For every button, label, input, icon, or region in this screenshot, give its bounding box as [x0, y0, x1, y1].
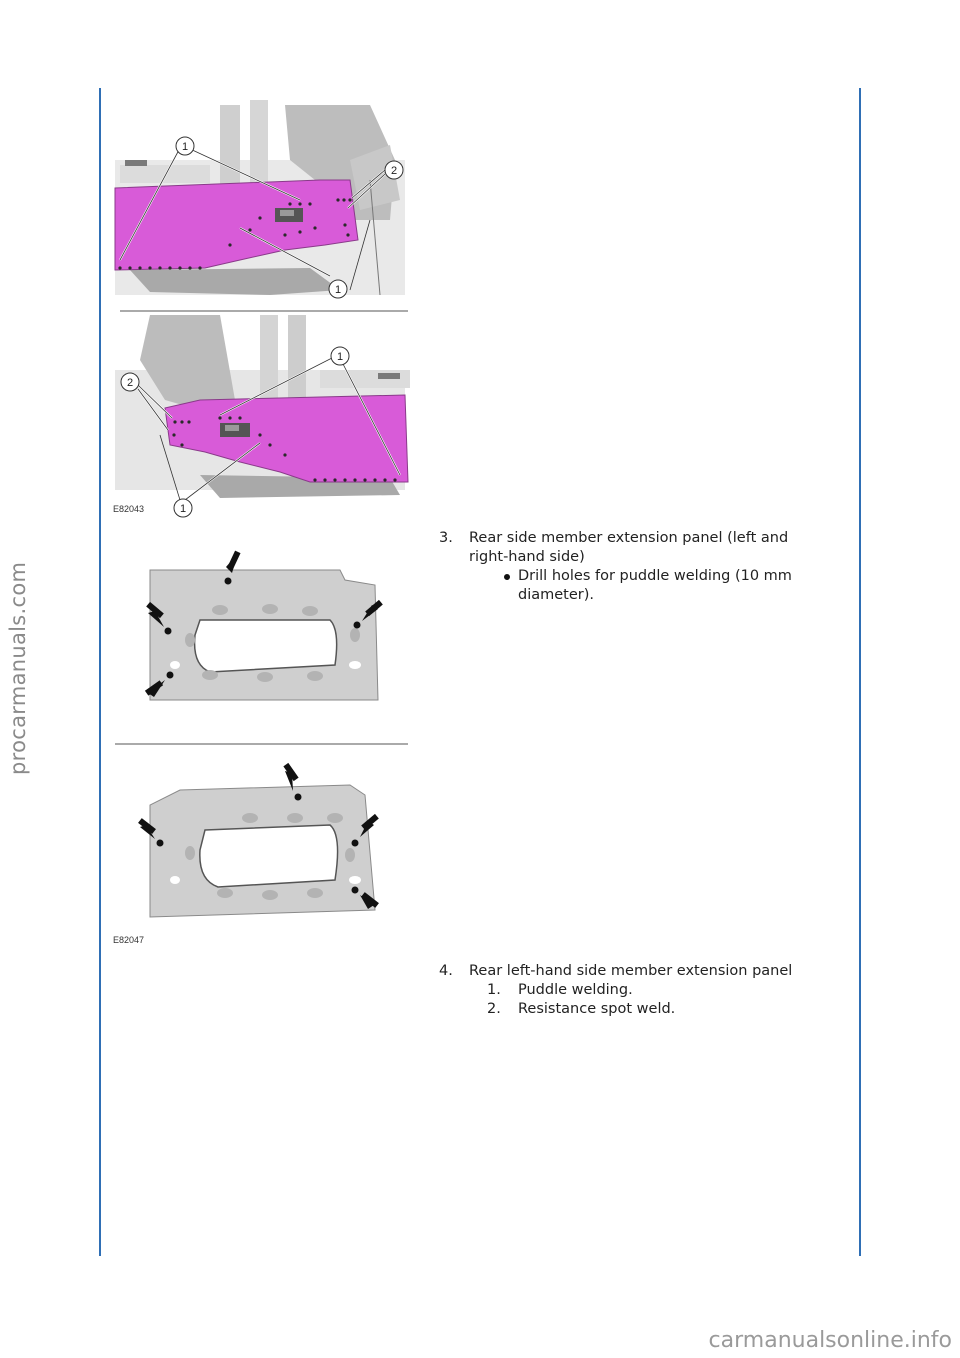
- step-4: 4. Rear left-hand side member extension …: [439, 962, 839, 1022]
- callout-2-bottom: 2: [120, 372, 140, 392]
- sub-item-number-2: 2.: [487, 1001, 501, 1017]
- callout-1-bottom: 1: [330, 346, 350, 366]
- step-number-4: 4.: [439, 963, 453, 979]
- step-3: 3. Rear side member extension panel (lef…: [439, 529, 839, 609]
- svg-text:1: 1: [182, 141, 188, 153]
- step-number: 3.: [439, 530, 453, 546]
- bullet-dot: [504, 574, 510, 580]
- side-member-illustration: 1 2 1: [114, 100, 410, 518]
- callout-2-top: 2: [384, 160, 404, 180]
- svg-text:1: 1: [180, 503, 186, 515]
- svg-text:1: 1: [337, 351, 343, 363]
- svg-text:2: 2: [127, 377, 133, 389]
- right-margin-rule: [859, 88, 861, 1256]
- figure-code: E82043: [113, 504, 145, 514]
- svg-text:2: 2: [391, 165, 397, 177]
- step-title-4: Rear left-hand side member extension pan…: [469, 963, 793, 979]
- sub-item-text-1: Puddle welding.: [518, 982, 633, 998]
- svg-text:1: 1: [335, 284, 341, 296]
- left-margin-rule: [99, 88, 101, 1256]
- callout-1-bottom-lower: 1: [173, 498, 193, 518]
- bullet-line-2: diameter).: [518, 587, 594, 603]
- drill-holes-illustration: [115, 550, 408, 918]
- sub-item-number-1: 1.: [487, 982, 501, 998]
- bullet-line-1: Drill holes for puddle welding (10 mm: [518, 568, 792, 584]
- footer-watermark: carmanualsonline.info: [708, 1328, 952, 1353]
- callout-1-top: 1: [175, 136, 195, 156]
- figure-side-member-panel: 1 2 1: [110, 100, 410, 522]
- step-title-line-2: right-hand side): [469, 549, 585, 565]
- sub-item-text-2: Resistance spot weld.: [518, 1001, 676, 1017]
- figure-drill-holes: E82047: [110, 535, 410, 950]
- callout-1-top-lower: 1: [328, 279, 348, 299]
- step-title-line-1: Rear side member extension panel (left a…: [469, 530, 789, 546]
- figure-code-2: E82047: [113, 935, 145, 945]
